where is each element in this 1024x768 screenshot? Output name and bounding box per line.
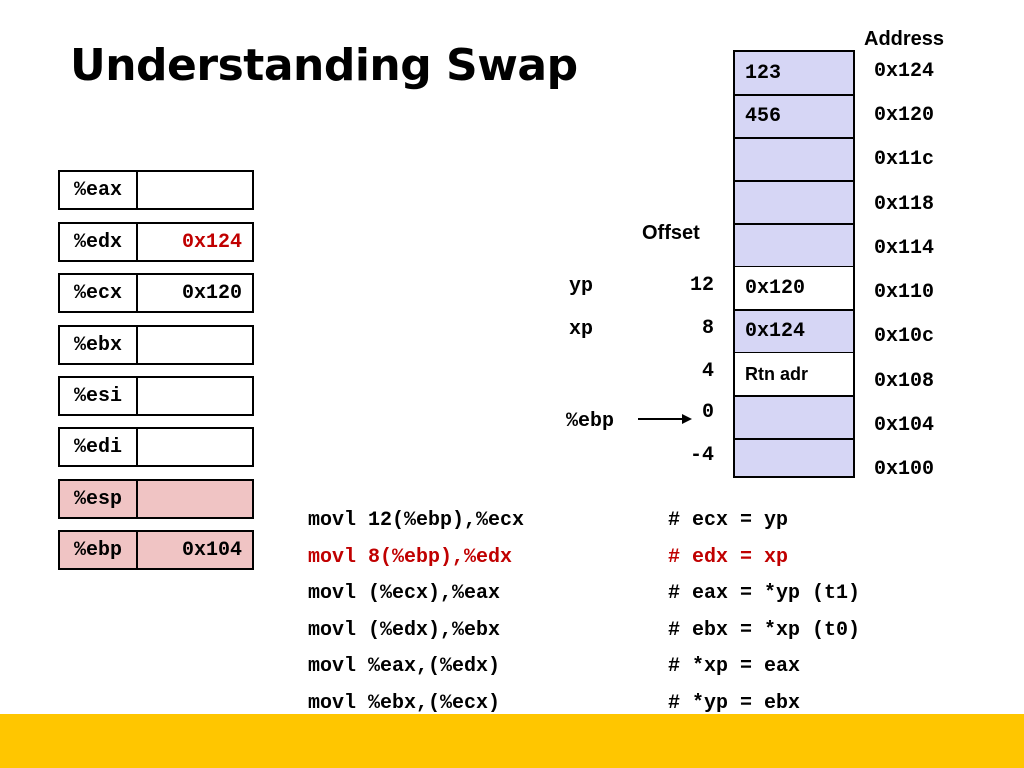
stack-address: 0x110: [874, 281, 935, 304]
register-value: [138, 481, 252, 517]
register-edi: %edi: [58, 427, 254, 467]
register-value: 0x120: [181, 281, 242, 305]
arrow-right-icon: [638, 414, 692, 424]
register-ebp: %ebp 0x104: [58, 530, 254, 570]
stack-cell: Rtn adr: [735, 353, 853, 397]
stack-offset: 0: [701, 401, 714, 424]
stack-address: 0x120: [874, 104, 935, 127]
code-comment: # eax = *yp (t1): [668, 582, 861, 605]
code-line: movl (%edx),%ebx: [308, 619, 501, 642]
register-name: %edi: [60, 429, 138, 465]
register-value: [138, 172, 252, 208]
yp-label: yp: [569, 275, 594, 298]
stack-offset: 8: [701, 317, 714, 340]
register-ecx: %ecx 0x120: [58, 273, 254, 313]
stack-cell: [735, 396, 853, 440]
code-comment-highlighted: # edx = xp: [668, 546, 789, 569]
code-comment: # *xp = eax: [668, 655, 801, 678]
code-line: movl %eax,(%edx): [308, 655, 501, 678]
footer-bar: [0, 714, 1024, 768]
register-esi: %esi: [58, 376, 254, 416]
stack-cell: 456: [735, 95, 853, 139]
stack-offset: 12: [689, 274, 714, 297]
code-comment: # *yp = ebx: [668, 692, 801, 715]
register-value: [138, 429, 252, 465]
code-line: movl (%ecx),%eax: [308, 582, 501, 605]
register-name: %esi: [60, 378, 138, 414]
code-line-highlighted: movl 8(%ebp),%edx: [308, 546, 513, 569]
code-comment: # ebx = *xp (t0): [668, 619, 861, 642]
register-value: 0x104: [181, 538, 242, 562]
register-name: %esp: [60, 481, 138, 517]
xp-label: xp: [569, 318, 594, 341]
stack-address: 0x100: [874, 458, 935, 481]
register-ebx: %ebx: [58, 325, 254, 365]
stack-cell: [735, 224, 853, 268]
register-esp: %esp: [58, 479, 254, 519]
code-line: movl %ebx,(%ecx): [308, 692, 501, 715]
address-header: Address: [864, 28, 945, 50]
stack-cell: 0x124: [735, 310, 853, 354]
page-title: Understanding Swap: [70, 40, 578, 91]
register-name: %ebx: [60, 327, 138, 363]
register-value: [138, 378, 252, 414]
stack-offset: 4: [701, 360, 714, 383]
stack-address: 0x114: [874, 237, 935, 260]
stack-offset: -4: [689, 444, 714, 467]
stack-cell: 123: [735, 52, 853, 96]
stack-cell: [735, 138, 853, 182]
stack-cell: 0x120: [735, 267, 853, 311]
register-value: [138, 327, 252, 363]
code-comment: # ecx = yp: [668, 509, 789, 532]
register-name: %ebp: [60, 532, 138, 568]
stack-address: 0x11c: [874, 148, 935, 171]
stack-cell: [735, 439, 853, 483]
stack-address: 0x118: [874, 193, 935, 216]
stack-address: 0x104: [874, 414, 935, 437]
stack-address: 0x108: [874, 370, 935, 393]
code-line: movl 12(%ebp),%ecx: [308, 509, 525, 532]
register-value: 0x124: [181, 230, 242, 254]
register-edx: %edx 0x124: [58, 222, 254, 262]
register-eax: %eax: [58, 170, 254, 210]
register-name: %eax: [60, 172, 138, 208]
stack-frame: 123 456 0x120 0x124 Rtn adr: [733, 50, 855, 478]
stack-cell: [735, 181, 853, 225]
register-name: %edx: [60, 224, 138, 260]
stack-address: 0x10c: [874, 325, 935, 348]
offset-header: Offset: [642, 222, 700, 244]
stack-address: 0x124: [874, 60, 935, 83]
register-name: %ecx: [60, 275, 138, 311]
ebp-pointer-label: %ebp: [566, 410, 615, 433]
